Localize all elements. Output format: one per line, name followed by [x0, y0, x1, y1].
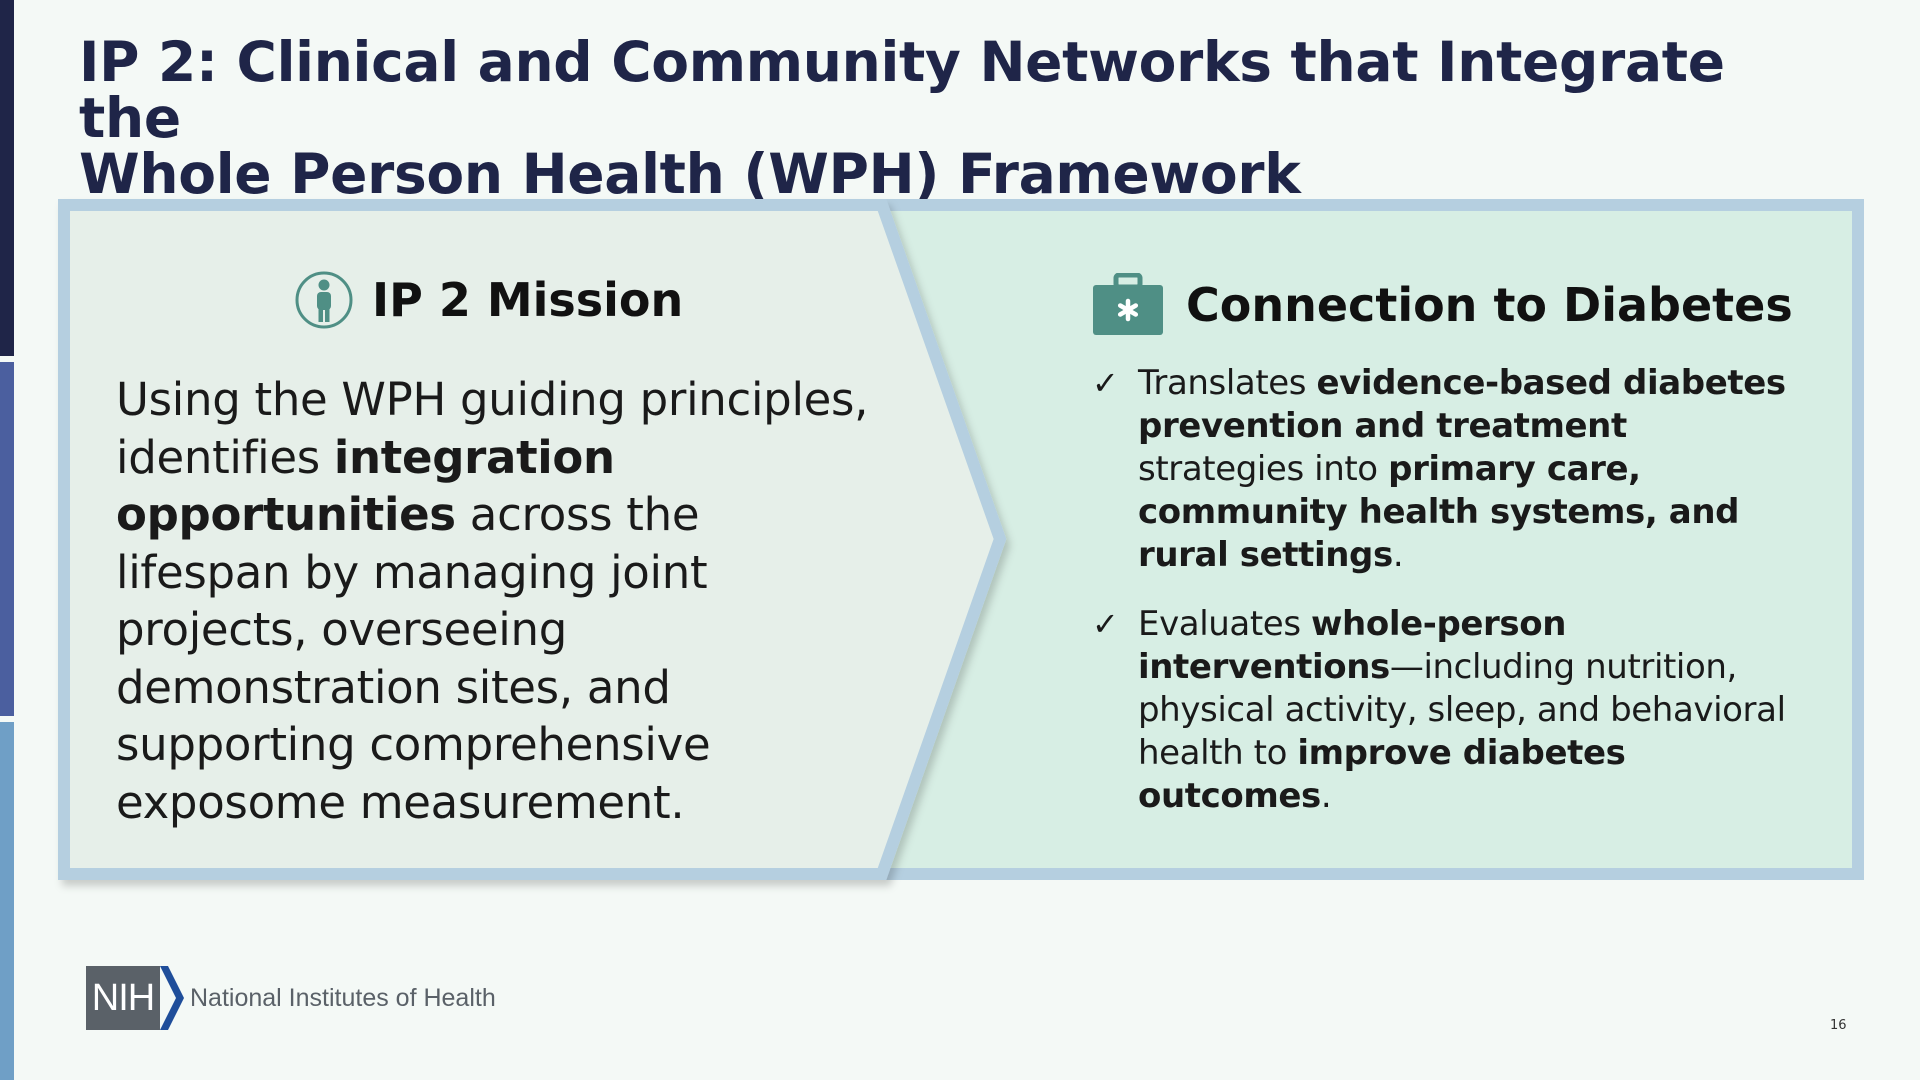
sidebar-stripe-top	[0, 0, 14, 356]
bullet-text-bold: improve diabetes outcomes	[1138, 733, 1626, 816]
bullet-text-run: .	[1320, 776, 1332, 816]
sidebar-stripe-middle	[0, 362, 14, 716]
bullet-text-bold: primary care, community health systems, …	[1138, 449, 1740, 575]
bullet-text-run: strategies into	[1138, 449, 1389, 489]
person-icon	[295, 271, 353, 329]
nih-logo-mark: NIH	[86, 966, 160, 1030]
bullet-text-bold: evidence-based diabetes prevention and t…	[1138, 363, 1786, 446]
diabetes-heading: Connection to Diabetes	[1186, 278, 1793, 332]
bullet-text-run: Translates	[1138, 363, 1317, 403]
bullet-text-bold: whole-person interventions	[1138, 604, 1567, 687]
mission-text-part2: across the lifespan by managing joint pr…	[116, 488, 711, 829]
sidebar-stripe-bottom	[0, 722, 14, 1080]
nih-logo: NIH National Institutes of Health	[86, 966, 496, 1030]
mission-heading: IP 2 Mission	[372, 273, 684, 327]
mission-header: IP 2 Mission	[294, 268, 683, 332]
bullet-item: ✓ Translates evidence-based diabetes pre…	[1092, 362, 1792, 577]
mission-text-part1: Using the WPH guiding principles, identi…	[116, 373, 869, 484]
check-icon: ✓	[1092, 364, 1119, 402]
bullet-text: Evaluates whole-person interventions—inc…	[1138, 603, 1792, 818]
mission-description: Using the WPH guiding principles, identi…	[116, 371, 876, 831]
slide-title: IP 2: Clinical and Community Networks th…	[79, 34, 1839, 202]
bullet-item: ✓ Evaluates whole-person interventions—i…	[1092, 603, 1792, 818]
page-number: 16	[1830, 1018, 1847, 1033]
diabetes-header: Connection to Diabetes	[1092, 270, 1793, 340]
bullet-text-run: Evaluates	[1138, 604, 1312, 644]
mission-text-bold: integration opportunities	[116, 430, 615, 542]
slide-title-line2: Whole Person Health (WPH) Framework	[79, 142, 1301, 206]
bullet-text-run: —including nutrition, physical activity,…	[1138, 647, 1786, 773]
slide-title-line1: IP 2: Clinical and Community Networks th…	[79, 30, 1725, 150]
mission-chevron-panel	[58, 199, 1007, 880]
chevron-right-icon	[160, 966, 184, 1030]
bullet-text: Translates evidence-based diabetes preve…	[1138, 362, 1792, 577]
check-icon: ✓	[1092, 605, 1119, 643]
bullet-text-run: .	[1392, 535, 1404, 575]
medical-kit-icon	[1093, 273, 1163, 335]
nih-logo-text: National Institutes of Health	[190, 983, 496, 1012]
